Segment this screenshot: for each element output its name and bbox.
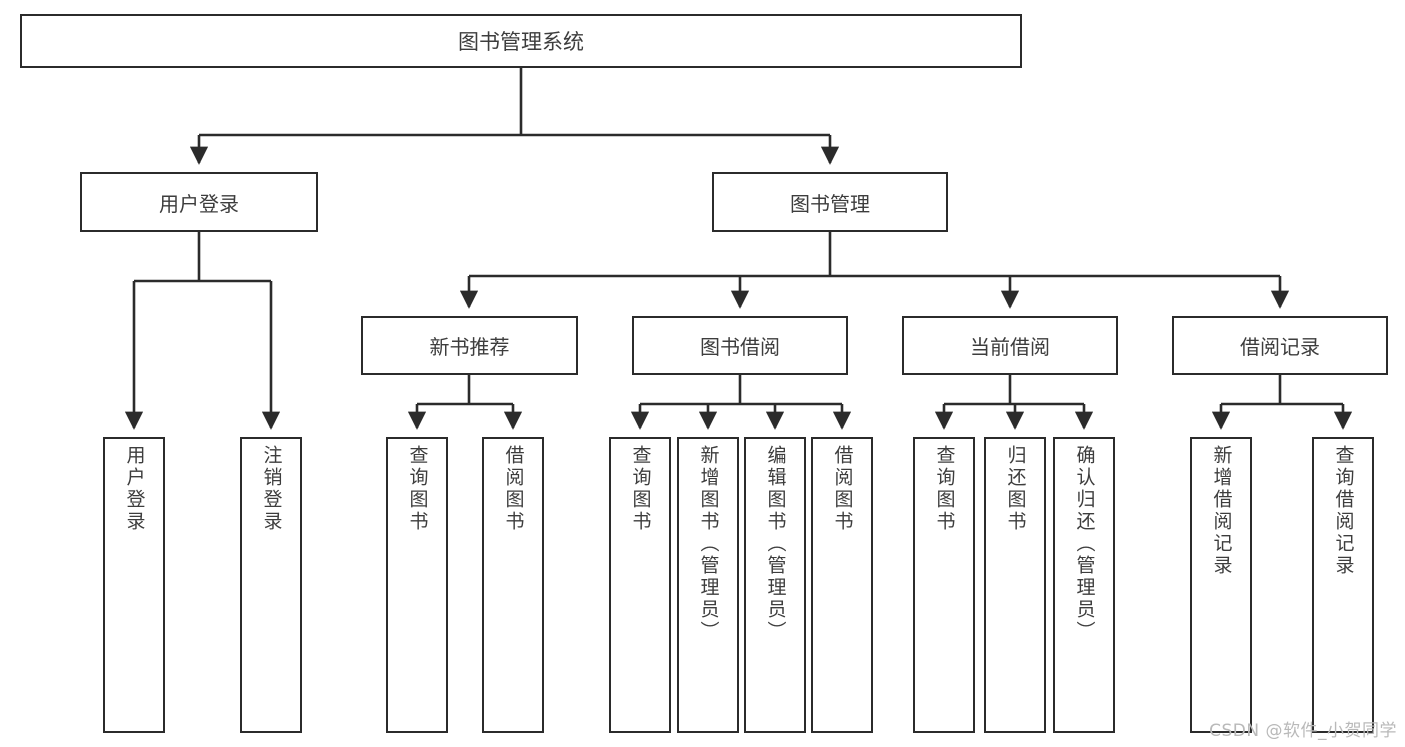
node-leaf-add-record[interactable]: 新增借阅记录 bbox=[1190, 437, 1252, 733]
csdn-watermark: CSDN @软件_小贺同学 bbox=[1209, 721, 1397, 741]
node-leaf-user-login[interactable]: 用户登录 bbox=[103, 437, 165, 733]
node-new-book-recommend[interactable]: 新书推荐 bbox=[361, 316, 578, 375]
node-leaf-user-login-label: 用户登录 bbox=[123, 445, 146, 533]
node-book-borrow-label: 图书借阅 bbox=[700, 335, 780, 359]
node-leaf-return-book[interactable]: 归还图书 bbox=[984, 437, 1046, 733]
node-user-login[interactable]: 用户登录 bbox=[80, 172, 318, 232]
node-book-manage-label: 图书管理 bbox=[790, 191, 870, 216]
node-book-manage[interactable]: 图书管理 bbox=[712, 172, 948, 232]
node-root-label: 图书管理系统 bbox=[458, 30, 584, 54]
node-leaf-add-record-label: 新增借阅记录 bbox=[1210, 445, 1233, 577]
node-leaf-query-book-1-label: 查询图书 bbox=[406, 445, 429, 533]
node-leaf-query-book-3-label: 查询图书 bbox=[933, 445, 956, 533]
node-book-borrow[interactable]: 图书借阅 bbox=[632, 316, 848, 375]
node-current-borrow[interactable]: 当前借阅 bbox=[902, 316, 1118, 375]
node-borrow-record-label: 借阅记录 bbox=[1240, 335, 1320, 359]
node-leaf-add-book-label: 新增图书（管理员） bbox=[697, 445, 720, 643]
node-leaf-edit-book-label: 编辑图书（管理员） bbox=[764, 445, 787, 643]
node-leaf-borrow-book-2-label: 借阅图书 bbox=[831, 445, 854, 533]
node-leaf-confirm-return[interactable]: 确认归还（管理员） bbox=[1053, 437, 1115, 733]
node-leaf-query-book-1[interactable]: 查询图书 bbox=[386, 437, 448, 733]
node-leaf-return-book-label: 归还图书 bbox=[1004, 445, 1027, 533]
node-borrow-record[interactable]: 借阅记录 bbox=[1172, 316, 1388, 375]
node-leaf-query-book-3[interactable]: 查询图书 bbox=[913, 437, 975, 733]
node-leaf-add-book[interactable]: 新增图书（管理员） bbox=[677, 437, 739, 733]
node-leaf-edit-book[interactable]: 编辑图书（管理员） bbox=[744, 437, 806, 733]
node-root[interactable]: 图书管理系统 bbox=[20, 14, 1022, 68]
node-leaf-logout-login[interactable]: 注销登录 bbox=[240, 437, 302, 733]
node-leaf-logout-login-label: 注销登录 bbox=[260, 445, 283, 533]
node-leaf-query-record[interactable]: 查询借阅记录 bbox=[1312, 437, 1374, 733]
node-leaf-borrow-book-1[interactable]: 借阅图书 bbox=[482, 437, 544, 733]
node-user-login-label: 用户登录 bbox=[159, 191, 239, 216]
node-leaf-query-record-label: 查询借阅记录 bbox=[1332, 445, 1355, 577]
node-current-borrow-label: 当前借阅 bbox=[970, 335, 1050, 359]
node-leaf-borrow-book-1-label: 借阅图书 bbox=[502, 445, 525, 533]
node-new-book-recommend-label: 新书推荐 bbox=[429, 335, 510, 359]
node-leaf-confirm-return-label: 确认归还（管理员） bbox=[1073, 445, 1096, 643]
node-leaf-borrow-book-2[interactable]: 借阅图书 bbox=[811, 437, 873, 733]
node-leaf-query-book-2[interactable]: 查询图书 bbox=[609, 437, 671, 733]
node-leaf-query-book-2-label: 查询图书 bbox=[629, 445, 652, 533]
